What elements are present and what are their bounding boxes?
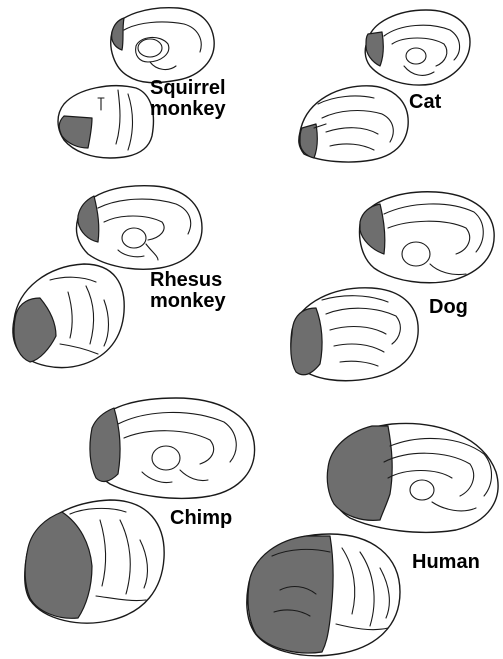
cat-lateral-brain [299,86,408,162]
rhesus-monkey-label-line2: monkey [150,291,226,312]
cat-medial-brain [365,10,470,85]
squirrel-monkey-label-line1: Squirrel [150,78,226,99]
rhesus-monkey-label: Rhesus monkey [150,270,226,312]
human-lateral-prefrontal [248,536,333,653]
squirrel-monkey-medial-brain [111,8,214,83]
squirrel-monkey-label-line2: monkey [150,99,226,120]
human-medial-brain [327,423,498,532]
rhesus-monkey-label-line1: Rhesus [150,270,226,291]
cat-label: Cat [409,92,441,113]
chimp-label: Chimp [170,508,232,529]
human-label: Human [412,552,480,573]
squirrel-monkey-lateral-brain [58,86,153,158]
dog-label: Dog [429,297,468,318]
squirrel-monkey-label: Squirrel monkey [150,78,226,120]
chimp-lateral-brain [25,500,164,623]
chimp-medial-prefrontal [90,408,120,481]
dog-lateral-prefrontal [291,308,322,375]
human-lateral-brain [247,534,400,656]
squirrel-monkey-lateral-prefrontal [59,116,92,148]
rhesus-monkey-medial-brain [76,186,202,269]
human-medial-prefrontal [327,426,392,520]
dog-medial-brain [360,192,495,283]
dog-lateral-brain [291,288,418,381]
rhesus-monkey-lateral-brain [13,264,124,368]
chimp-medial-brain [90,398,255,498]
